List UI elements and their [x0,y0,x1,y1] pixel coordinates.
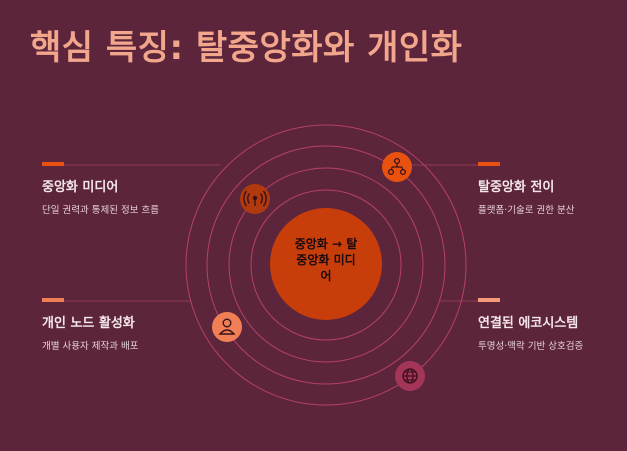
accent-bar [478,162,500,166]
user-icon [212,312,242,342]
center-label: 중앙화 → 탈 중앙화 미디 어 [274,236,378,284]
orbit-ring-2 [228,167,424,363]
feature-decentralization-transition: 탈중앙화 전이 플랫폼·기술로 권한 분산 [478,162,574,216]
feature-heading: 탈중앙화 전이 [478,180,555,195]
accent-bar [42,298,64,302]
feature-heading: 중앙화 미디어 [42,180,119,195]
feature-personal-node: 개인 노드 활성화 개별 사용자 제작과 배포 [42,298,138,352]
broadcast-icon [240,184,270,214]
center-core [270,208,382,320]
orbit-ring-outer [185,124,467,406]
accent-bar [42,162,64,166]
center-label-line-2: 중앙화 미디 [296,253,356,267]
globe-icon [395,361,425,391]
page-title: 핵심 특징: 탈중앙화와 개인화 [30,28,463,68]
feature-heading: 연결된 에코시스템 [478,316,579,331]
orbit-ring-1 [250,189,402,341]
feature-connected-ecosystem: 연결된 에코시스템 투명성·맥락 기반 상호검증 [478,298,583,352]
feature-description: 투명성·맥락 기반 상호검증 [478,341,584,352]
network-icon [382,152,412,182]
center-label-line-1: 중앙화 → 탈 [294,237,358,251]
feature-centralized-media: 중앙화 미디어 단일 권력과 통제된 정보 흐름 [42,162,159,216]
center-label-line-3: 어 [320,269,332,283]
accent-bar [478,298,500,302]
feature-description: 플랫폼·기술로 권한 분산 [478,205,575,216]
feature-description: 개별 사용자 제작과 배포 [42,341,139,352]
orbit-ring-3 [206,145,446,385]
feature-heading: 개인 노드 활성화 [42,316,135,331]
feature-description: 단일 권력과 통제된 정보 흐름 [42,205,159,216]
